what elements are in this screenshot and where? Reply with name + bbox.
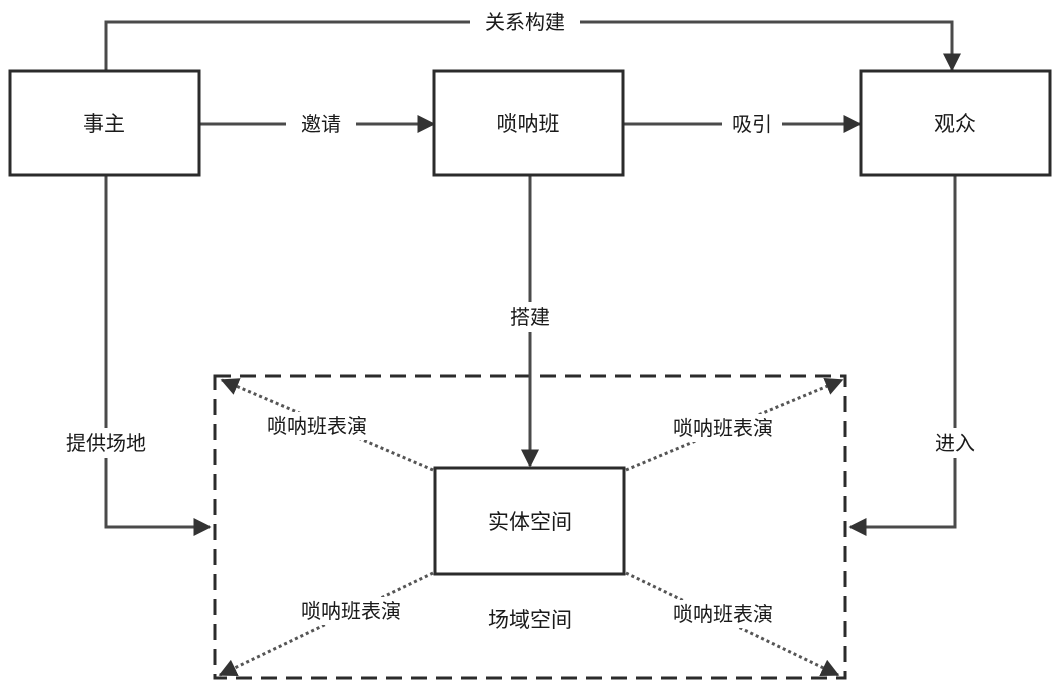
edge-label-attract: 吸引 bbox=[732, 112, 772, 136]
region-label-changyu: 场域空间 bbox=[488, 608, 572, 632]
edge-label-performance-top-right: 唢呐班表演 bbox=[673, 416, 773, 440]
edge-performance-bottom-right: 唢呐班表演 bbox=[625, 571, 840, 677]
edge-build: 搭建 bbox=[500, 176, 560, 468]
edge-label-performance-top-left: 唢呐班表演 bbox=[267, 414, 367, 438]
edge-performance-bottom-left: 唢呐班表演 bbox=[218, 571, 434, 677]
node-label-suonaban: 唢呐班 bbox=[497, 112, 560, 136]
edge-performance-top-right: 唢呐班表演 bbox=[625, 378, 844, 472]
edge-relation-building: 关系构建 bbox=[97, 8, 961, 87]
node-label-shizhu: 事主 bbox=[83, 112, 125, 136]
node-shizhu: 事主 bbox=[8, 69, 201, 177]
node-label-guanzhong: 观众 bbox=[934, 112, 976, 136]
edge-label-performance-bottom-left: 唢呐班表演 bbox=[301, 599, 401, 623]
edge-label-provide-venue: 提供场地 bbox=[66, 431, 146, 455]
edge-invite: 邀请 bbox=[200, 110, 436, 138]
edge-label-invite: 邀请 bbox=[301, 112, 341, 136]
edge-attract: 吸引 bbox=[623, 110, 862, 138]
edge-enter: 进入 bbox=[848, 176, 985, 536]
edge-label-enter: 进入 bbox=[935, 431, 975, 455]
edge-label-performance-bottom-right: 唢呐班表演 bbox=[673, 602, 773, 626]
edge-label-build: 搭建 bbox=[510, 305, 550, 329]
node-suonaban: 唢呐班 bbox=[432, 69, 625, 177]
edge-provide-venue: 提供场地 bbox=[56, 176, 212, 536]
edge-label-relation-building: 关系构建 bbox=[485, 10, 565, 34]
node-guanzhong: 观众 bbox=[859, 69, 1052, 177]
node-shiti: 实体空间 bbox=[433, 466, 626, 576]
edge-performance-top-left: 唢呐班表演 bbox=[220, 378, 434, 472]
node-label-shiti: 实体空间 bbox=[488, 510, 572, 534]
